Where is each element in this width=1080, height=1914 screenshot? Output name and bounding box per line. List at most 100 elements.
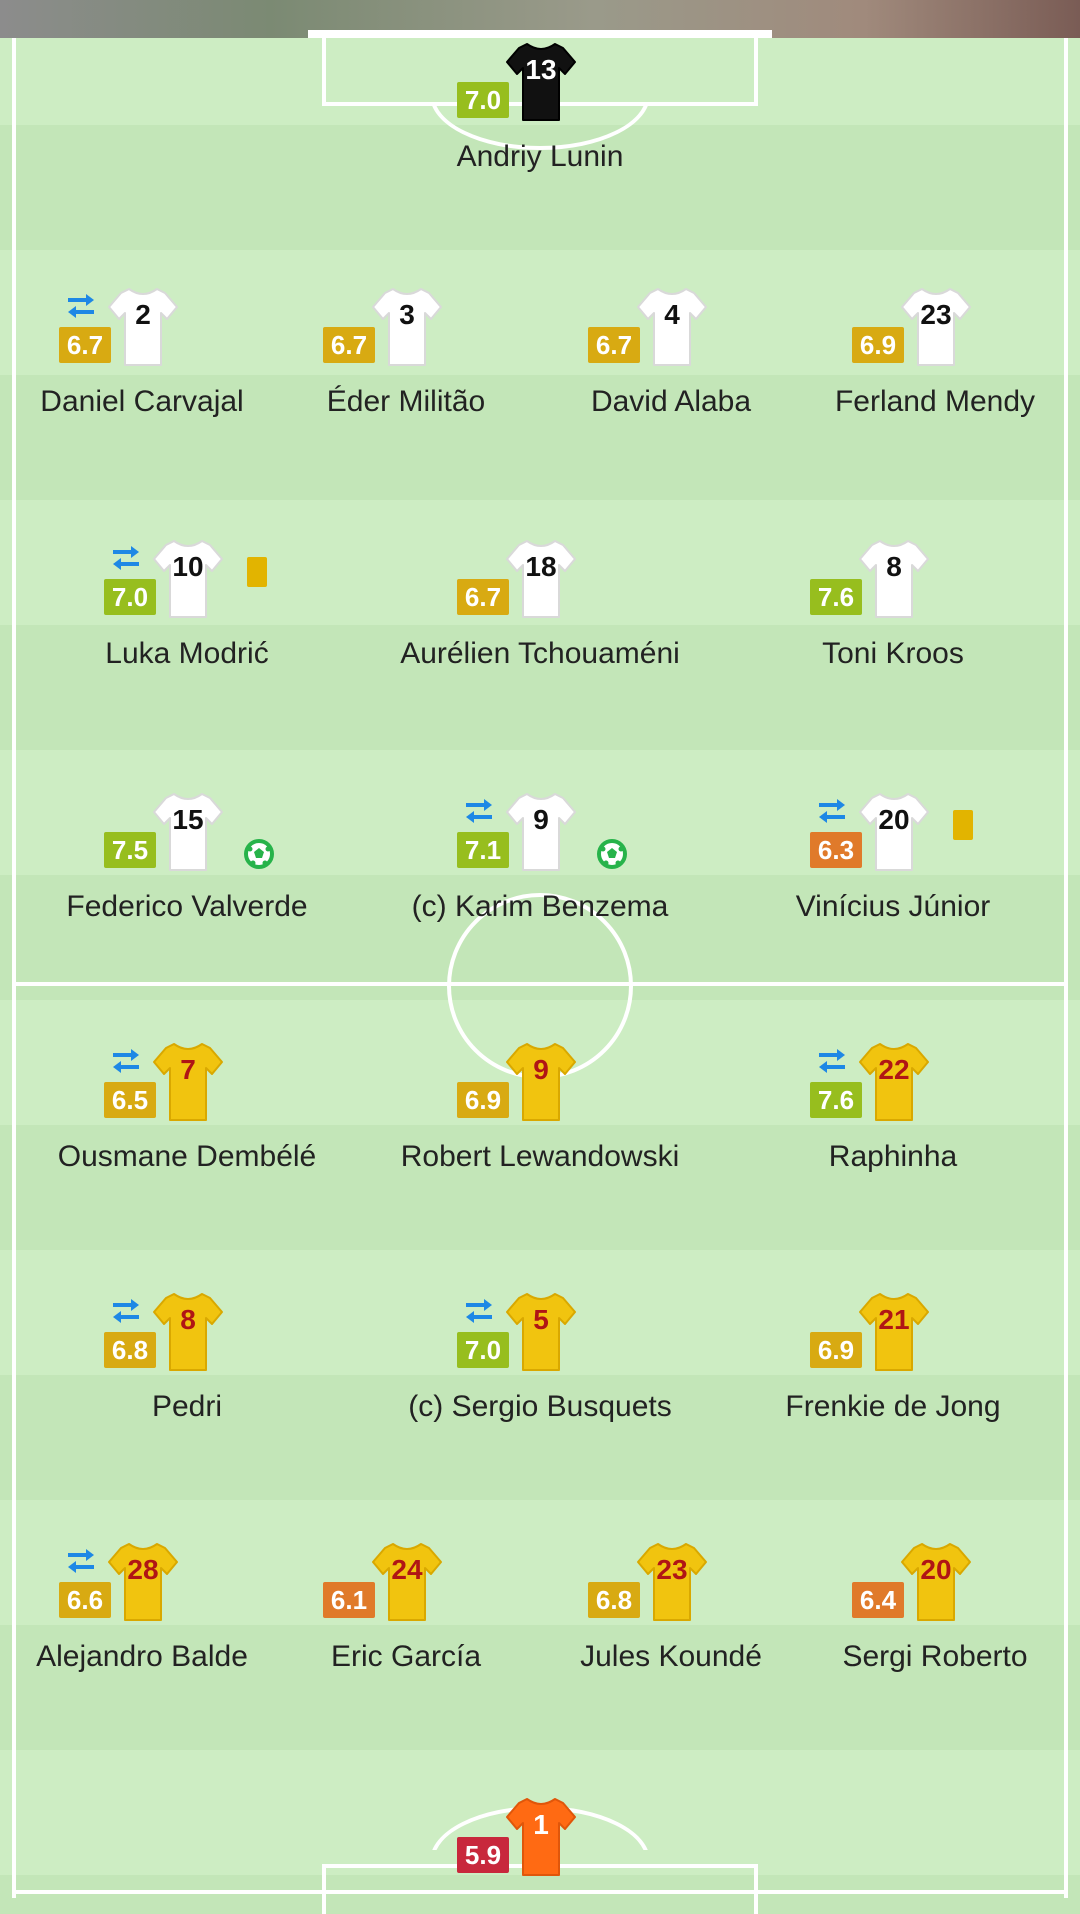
right-touchline <box>1064 38 1068 1898</box>
jersey-icon: 15 <box>152 790 224 874</box>
shirt-number: 13 <box>525 54 557 85</box>
goal-ball-icon <box>243 838 275 870</box>
jersey-icon: 7 <box>152 1040 224 1124</box>
substitution-icon <box>815 1046 849 1076</box>
jersey-icon: 22 <box>858 1040 930 1124</box>
substitution-icon <box>109 543 143 573</box>
shirt-number: 9 <box>533 1054 549 1085</box>
player-name: (c) Sergio Busquets <box>408 1390 672 1423</box>
jersey-icon: 10 <box>152 537 224 621</box>
jersey-icon: 4 <box>636 285 708 369</box>
rating-badge: 6.9 <box>810 1332 862 1368</box>
rating-badge: 7.5 <box>104 832 156 868</box>
player-name: Raphinha <box>828 1140 958 1173</box>
shirt-number: 1 <box>533 1809 549 1840</box>
shirt-number: 23 <box>920 299 952 330</box>
shirt-number: 5 <box>533 1304 549 1335</box>
player-name: Ferland Mendy <box>834 385 1036 418</box>
shirt-number: 3 <box>399 299 415 330</box>
rating-badge: 7.0 <box>104 579 156 615</box>
rating-badge: 6.8 <box>588 1582 640 1618</box>
jersey-icon: 3 <box>371 285 443 369</box>
player-name: Daniel Carvajal <box>40 385 244 418</box>
player-bottom-team-4[interactable]: 5 7.0 (c) Sergio Busquets <box>400 1290 680 1460</box>
shirt-number: 8 <box>180 1304 196 1335</box>
shirt-number: 15 <box>172 804 204 835</box>
player-name: Vinícius Júnior <box>795 890 991 923</box>
substitution-icon <box>109 1296 143 1326</box>
player-name: Frenkie de Jong <box>785 1390 1001 1423</box>
player-name: Federico Valverde <box>66 890 308 923</box>
top-goal-line <box>308 30 772 38</box>
player-name: Pedri <box>151 1390 223 1423</box>
player-name: Luka Modrić <box>105 637 269 670</box>
jersey-icon: 20 <box>858 790 930 874</box>
rating-badge: 7.0 <box>457 82 509 118</box>
jersey-icon: 20 <box>900 1540 972 1624</box>
rating-badge: 6.3 <box>810 832 862 868</box>
player-name: (c) Karim Benzema <box>411 890 669 923</box>
bottom-goal-line <box>12 1890 1068 1894</box>
player-name: Andriy Lunin <box>456 140 624 173</box>
rating-badge: 6.1 <box>323 1582 375 1618</box>
player-name: Jules Koundé <box>580 1640 762 1673</box>
shirt-number: 28 <box>127 1554 159 1585</box>
substitution-icon <box>462 1296 496 1326</box>
player-name: David Alaba <box>590 385 752 418</box>
player-name: Eric García <box>330 1640 482 1673</box>
player-name: Ousmane Dembélé <box>57 1140 317 1173</box>
shirt-number: 2 <box>135 299 151 330</box>
rating-badge: 7.6 <box>810 1082 862 1118</box>
yellow-card-icon <box>247 557 267 587</box>
jersey-icon: 9 <box>505 790 577 874</box>
rating-badge: 5.9 <box>457 1837 509 1873</box>
player-name: Sergi Roberto <box>842 1640 1028 1673</box>
jersey-icon: 1 <box>505 1795 577 1879</box>
shirt-number: 7 <box>180 1054 196 1085</box>
rating-badge: 6.7 <box>59 327 111 363</box>
left-touchline <box>12 38 16 1898</box>
jersey-icon: 13 <box>505 40 577 124</box>
shirt-number: 22 <box>878 1054 910 1085</box>
rating-badge: 6.7 <box>457 579 509 615</box>
player-name: Alejandro Balde <box>36 1640 248 1673</box>
jersey-icon: 24 <box>371 1540 443 1624</box>
rating-badge: 6.9 <box>852 327 904 363</box>
player-name: Éder Militão <box>326 385 486 418</box>
rating-badge: 6.7 <box>588 327 640 363</box>
rating-badge: 6.6 <box>59 1582 111 1618</box>
shirt-number: 9 <box>533 804 549 835</box>
jersey-icon: 5 <box>505 1290 577 1374</box>
goal-ball-icon <box>596 838 628 870</box>
rating-badge: 7.0 <box>457 1332 509 1368</box>
yellow-card-icon <box>953 810 973 840</box>
rating-badge: 6.7 <box>323 327 375 363</box>
rating-badge: 7.6 <box>810 579 862 615</box>
substitution-icon <box>64 1546 98 1576</box>
jersey-icon: 8 <box>858 537 930 621</box>
shirt-number: 21 <box>878 1304 910 1335</box>
shirt-number: 8 <box>886 551 902 582</box>
